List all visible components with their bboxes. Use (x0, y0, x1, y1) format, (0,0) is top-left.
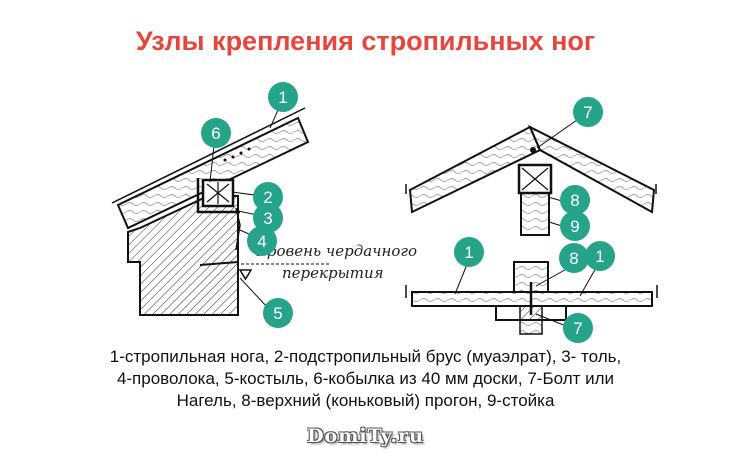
legend-line-2: 4-проволока, 5-костыль, 6-кобылка из 40 … (116, 369, 615, 388)
badge-5: 5 (263, 298, 293, 328)
badge-1-mid: 1 (454, 237, 484, 267)
badge-1-left: 1 (268, 82, 298, 112)
badge-9: 9 (560, 211, 590, 241)
badge-9-label: 9 (570, 217, 579, 236)
badge-8-mid-label: 8 (569, 249, 578, 268)
diagram-title: Узлы крепления стропильных ног (135, 26, 596, 56)
badge-8-top: 8 (560, 185, 590, 215)
splice-node-drawing (405, 261, 658, 335)
badge-2: 2 (253, 182, 283, 212)
badge-1-left-label: 1 (278, 88, 287, 107)
badge-7-top: 7 (573, 97, 603, 127)
right-ridge-rafter (527, 124, 656, 214)
badge-7-top-label: 7 (583, 103, 592, 122)
nail-marks (223, 147, 251, 162)
badge-1-mid-label: 1 (464, 243, 473, 262)
badge-3-label: 3 (263, 209, 272, 228)
badge-8-mid: 8 (559, 243, 589, 273)
badge-1-right-label: 1 (595, 247, 604, 266)
badge-3: 3 (253, 203, 283, 233)
badge-7-bottom: 7 (563, 313, 593, 343)
badge-1-right: 1 (585, 241, 615, 271)
level-annotation-line1: Уровень чердачного (256, 242, 417, 260)
level-annotation-line2: перекрытия (282, 264, 384, 282)
watermark: DomiTy.ru (307, 425, 424, 447)
badge-4-label: 4 (257, 232, 266, 251)
badge-7-bottom-label: 7 (573, 319, 582, 338)
post (520, 192, 550, 236)
eave-node-drawing (111, 98, 330, 316)
badge-4: 4 (247, 226, 277, 256)
badge-6-label: 6 (211, 124, 220, 143)
badge-6: 6 (201, 118, 231, 148)
badge-8-top-label: 8 (570, 191, 579, 210)
legend-line-3: Нагель, 8-верхний (коньковый) прогон, 9-… (176, 391, 555, 410)
legend-line-1: 1-стропильная нога, 2-подстропильный бру… (109, 347, 622, 366)
ridge-node-drawing (405, 119, 657, 236)
rafter-board (116, 116, 310, 230)
badge-5-label: 5 (273, 304, 282, 323)
legend-caption: 1-стропильная нога, 2-подстропильный бру… (20, 346, 711, 412)
badge-2-label: 2 (263, 188, 272, 207)
